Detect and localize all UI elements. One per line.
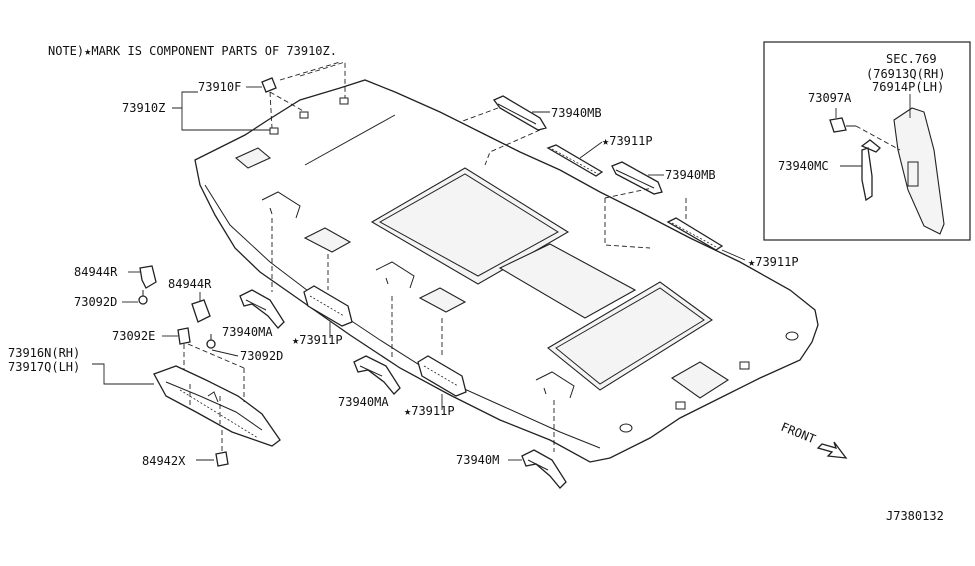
label-73940mb-upper: 73940MB — [551, 106, 602, 120]
grab-handle-73940ma-center: 73940MA — [338, 296, 401, 409]
label-73910z: 73910Z — [122, 101, 165, 115]
label-73940m: 73940M — [456, 453, 499, 467]
inset-box: SEC.769 (76913Q(RH) 76914P(LH) 73097A 73… — [763, 41, 971, 241]
label-73917q: 73917Q(LH) — [8, 360, 80, 374]
diagram-id: J7380132 — [886, 509, 944, 523]
headliner-panel — [194, 79, 819, 463]
label-73911p-upper: ★73911P — [602, 134, 653, 148]
front-arrow-icon — [816, 441, 848, 459]
grab-handle-73940mb-lower: 73940MB — [604, 161, 716, 249]
label-73911p-right: ★73911P — [748, 255, 799, 269]
callout-73910z: 73910Z — [122, 91, 270, 131]
label-84944r-a: 84944R — [74, 265, 118, 279]
overhead-console: 73916N(RH) 73917Q(LH) 84942X — [8, 343, 281, 468]
inset-sec-line1: (76913Q(RH) — [866, 67, 945, 81]
label-73916n: 73916N(RH) — [8, 346, 80, 360]
label-84942x: 84942X — [142, 454, 186, 468]
label-73097a: 73097A — [808, 91, 852, 105]
label-73940ma-center: 73940MA — [338, 395, 389, 409]
front-label: FRONT — [779, 420, 818, 447]
grab-handle-73940m: 73940M — [456, 400, 567, 489]
front-indicator: FRONT — [779, 420, 848, 459]
pillar-trim — [893, 107, 945, 235]
clip-73910f: 73910F — [198, 61, 346, 129]
visor-73911p-center: ★73911P — [404, 318, 467, 418]
note-text: NOTE)★MARK IS COMPONENT PARTS OF 73910Z. — [48, 44, 337, 58]
label-73940ma-left: 73940MA — [222, 325, 273, 339]
grab-handle-73940ma-left: 73940MA — [222, 218, 285, 339]
label-73910f: 73910F — [198, 80, 241, 94]
label-73940mc: 73940MC — [778, 159, 829, 173]
label-73940mb-lower: 73940MB — [665, 168, 716, 182]
inset-sec-line2: 76914P(LH) — [872, 80, 944, 94]
strip-73911p-upper: ★73911P — [546, 134, 653, 177]
inset-sec-title: SEC.769 — [886, 52, 937, 66]
label-73092d-a: 73092D — [74, 295, 117, 309]
label-73092e: 73092E — [112, 329, 155, 343]
label-73911p-center: ★73911P — [404, 404, 455, 418]
visor-73911p-left: ★73911P — [292, 254, 353, 347]
label-84944r-b: 84944R — [168, 277, 212, 291]
label-73911p-left: ★73911P — [292, 333, 343, 347]
bracket-group-left: 84944R 84944R 73092D 73092E 73092D — [74, 265, 283, 363]
label-73092d-b: 73092D — [240, 349, 283, 363]
grab-handle-73940mb-upper: 73940MB — [459, 95, 602, 166]
strip-73911p-right: ★73911P — [666, 198, 799, 269]
